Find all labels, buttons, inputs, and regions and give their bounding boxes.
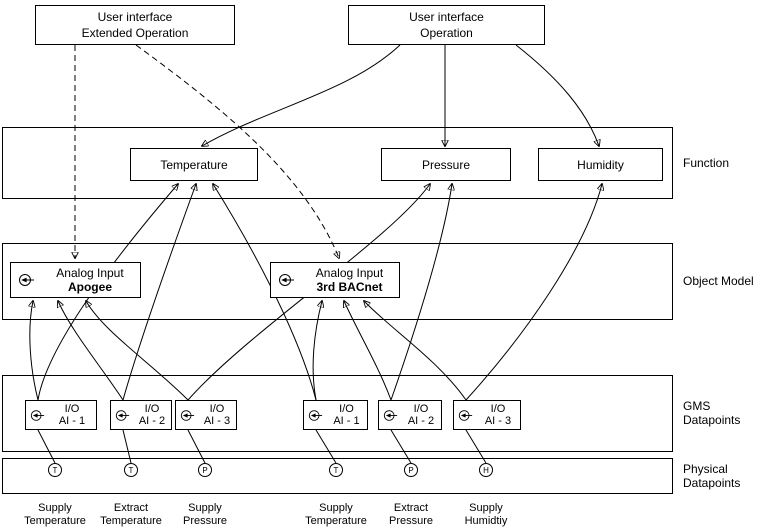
user-interface-operation-box: User interface Operation — [348, 5, 545, 45]
sensor-circle-supply-temperature-1: T — [48, 463, 62, 477]
gms-box-4-text: I/O AI - 1 — [326, 403, 367, 427]
gms-box-1-line2: AI - 1 — [58, 415, 86, 427]
gms-layer-label: GMS Datapoints — [683, 399, 740, 427]
sensor-caption-line2: Pressure — [182, 515, 228, 527]
analog-input-icon — [308, 409, 323, 421]
analog-input-icon — [19, 274, 34, 286]
sensor-caption-line2: Humidtiy — [464, 515, 508, 527]
analog-input-icon — [279, 274, 294, 286]
gms-box-2-line1: I/O — [144, 403, 160, 415]
temperature-label: Temperature — [160, 157, 228, 172]
analog-input-icon — [30, 409, 45, 421]
sensor-circle-extract-temperature: T — [124, 463, 138, 477]
analog-input-icon — [115, 409, 130, 421]
physical-layer-label-line1: Physical — [683, 462, 728, 476]
sensor-caption-1: Supply Temperature — [10, 502, 100, 528]
sensor-letter: P — [408, 465, 414, 475]
gms-box-2-text: I/O AI - 2 — [133, 403, 171, 427]
sensor-caption-4: Supply Temperature — [291, 502, 381, 528]
gms-box-1-line1: I/O — [64, 403, 80, 415]
analog-input-icon — [383, 409, 398, 421]
function-temperature-box: Temperature — [130, 148, 258, 181]
extended-box-line1: User interface — [97, 10, 173, 24]
gms-box-6-text: I/O AI - 3 — [476, 403, 520, 427]
sensor-caption-2: Extract Temperature — [86, 502, 176, 528]
sensor-circle-supply-pressure: P — [198, 463, 212, 477]
apogee-line1: Analog Input — [56, 266, 124, 280]
sensor-caption-line1: Supply — [188, 502, 222, 514]
sensor-caption-line2: Temperature — [100, 515, 162, 527]
extended-box-line2: Extended Operation — [81, 26, 189, 40]
gms-box-2-line2: AI - 2 — [138, 415, 166, 427]
analog-input-apogee-box: Analog Input Apogee — [10, 262, 141, 298]
bacnet-box-text: Analog Input 3rd BACnet — [300, 266, 399, 294]
sensor-caption-line1: Extract — [113, 502, 149, 514]
analog-input-icon — [458, 409, 473, 421]
sensor-caption-6: Supply Humidtiy — [441, 502, 531, 528]
humidity-label: Humidity — [577, 157, 624, 172]
gms-io-box-4: I/O AI - 1 — [303, 400, 368, 430]
gms-box-5-line1: I/O — [413, 403, 429, 415]
gms-box-4-line2: AI - 1 — [333, 415, 360, 427]
sensor-letter: P — [202, 465, 208, 475]
gms-box-6-line1: I/O — [490, 403, 506, 415]
gms-io-box-3: I/O AI - 3 — [175, 400, 237, 430]
gms-io-box-1: I/O AI - 1 — [25, 400, 97, 430]
gms-box-3-line1: I/O — [209, 403, 225, 415]
function-humidity-box: Humidity — [538, 148, 663, 181]
object-model-layer-label: Object Model — [683, 274, 754, 288]
gms-box-5-text: I/O AI - 2 — [401, 403, 441, 427]
sensor-caption-line2: Pressure — [388, 515, 434, 527]
user-interface-extended-operation-box: User interface Extended Operation — [35, 5, 235, 45]
sensor-caption-line2: Temperature — [305, 515, 367, 527]
function-pressure-box: Pressure — [381, 148, 511, 181]
gms-box-3-line2: AI - 3 — [203, 415, 231, 427]
sensor-caption-line1: Supply — [469, 502, 503, 514]
sensor-caption-line1: Supply — [319, 502, 353, 514]
operation-box-line1: User interface — [409, 10, 484, 24]
sensor-caption-line1: Supply — [38, 502, 72, 514]
sensor-letter: T — [52, 465, 58, 475]
gms-box-3-text: I/O AI - 3 — [198, 403, 236, 427]
apogee-line2: Apogee — [67, 280, 112, 294]
gms-layer-label-line2: Datapoints — [683, 413, 741, 427]
sensor-letter: T — [128, 465, 134, 475]
analog-input-icon — [180, 409, 195, 421]
sensor-letter: T — [333, 465, 339, 475]
gms-layer-label-line1: GMS — [683, 399, 711, 413]
gms-box-4-line1: I/O — [339, 403, 354, 415]
sensor-caption-line2: Temperature — [24, 515, 86, 527]
physical-layer-label: Physical Datapoints — [683, 462, 740, 490]
bacnet-line2: 3rd BACnet — [316, 280, 383, 294]
gms-box-6-line2: AI - 3 — [484, 415, 512, 427]
gms-io-box-6: I/O AI - 3 — [453, 400, 521, 430]
analog-input-bacnet-box: Analog Input 3rd BACnet — [270, 262, 400, 298]
gms-box-5-line2: AI - 2 — [407, 415, 435, 427]
pressure-label: Pressure — [421, 157, 471, 172]
sensor-circle-supply-humidity: H — [479, 463, 493, 477]
sensor-caption-line1: Extract — [393, 502, 429, 514]
sensor-letter: H — [483, 465, 489, 475]
operation-box-line2: Operation — [420, 26, 473, 40]
function-layer-label: Function — [683, 156, 730, 170]
sensor-circle-extract-pressure: P — [404, 463, 418, 477]
sensor-caption-5: Extract Pressure — [366, 502, 456, 528]
gms-io-box-5: I/O AI - 2 — [378, 400, 442, 430]
gms-io-box-2: I/O AI - 2 — [110, 400, 172, 430]
physical-layer-label-line2: Datapoints — [683, 476, 741, 490]
sensor-caption-3: Supply Pressure — [160, 502, 250, 528]
apogee-box-text: Analog Input Apogee — [40, 266, 140, 294]
gms-box-1-text: I/O AI - 1 — [48, 403, 96, 427]
bacnet-line1: Analog Input — [315, 266, 384, 280]
sensor-circle-supply-temperature-2: T — [329, 463, 343, 477]
